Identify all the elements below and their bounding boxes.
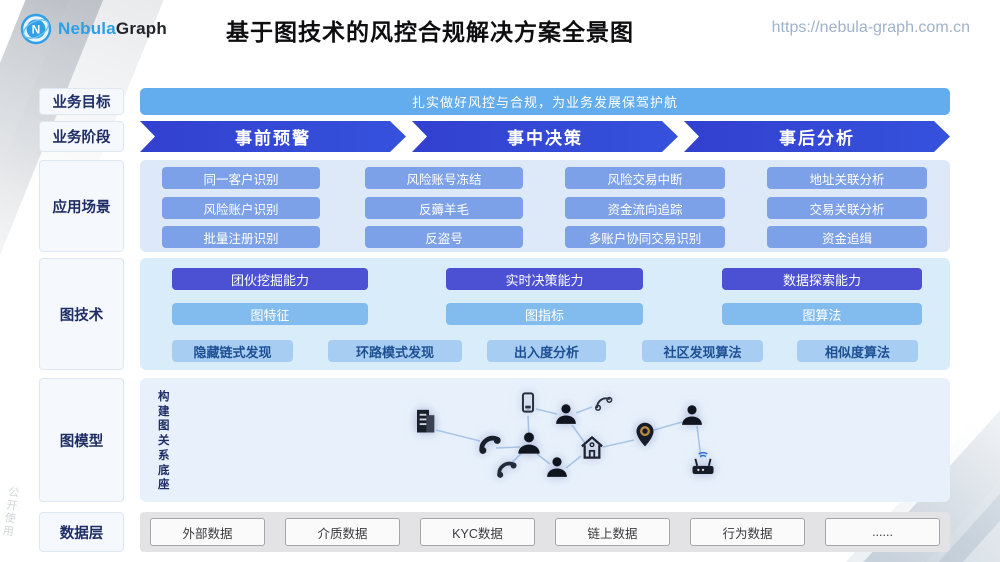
goal-banner: 扎实做好风控与合规，为业务发展保驾护航 [140, 88, 950, 115]
person-icon [545, 455, 570, 485]
scenario-chip: 多账户协同交易识别 [565, 226, 725, 248]
scenario-chip: 反盗号 [365, 226, 523, 248]
sidebar-item-data-layer: 数据层 [39, 512, 124, 552]
brand-wordmark: NebulaGraph [58, 19, 167, 39]
page-title: 基于图技术的风控合规解决方案全景图 [226, 19, 634, 45]
phone-handset-icon [474, 429, 502, 462]
sidebar-item-app-scenarios: 应用场景 [39, 160, 124, 252]
data-source-box: 行为数据 [690, 518, 805, 546]
location-pin-icon [632, 421, 659, 453]
algorithm-chip: 出入度分析 [487, 340, 606, 362]
house-icon [579, 434, 606, 466]
stage-arrow-pre-event: 事前预警 [140, 121, 406, 152]
feature-chip: 图指标 [446, 303, 643, 325]
brand-nebula: Nebula [58, 19, 116, 38]
nebulagraph-logo: N NebulaGraph [20, 13, 167, 45]
stage-arrow-post-event: 事后分析 [684, 121, 950, 152]
feature-chip: 图算法 [722, 303, 922, 325]
data-source-box: ...... [825, 518, 940, 546]
data-source-box: KYC数据 [420, 518, 535, 546]
router-icon [689, 450, 717, 483]
sidebar-item-graph-model: 图模型 [39, 378, 124, 502]
brand-graph: Graph [115, 19, 167, 38]
scenario-chip: 资金追缉 [767, 226, 927, 248]
scenario-chip: 风险交易中断 [565, 167, 725, 189]
graph-model-section: 构建图关系底座 [140, 378, 950, 502]
graph-model-vertical-label: 构建图关系底座 [158, 391, 171, 492]
watermark-text: 公开使用 [0, 485, 20, 539]
building-icon [409, 405, 441, 442]
sidebar-item-business-stage: 业务阶段 [39, 121, 124, 152]
person-icon [680, 403, 705, 433]
algorithm-chip: 相似度算法 [797, 340, 918, 362]
stage-arrow-in-event: 事中决策 [412, 121, 678, 152]
algorithm-chip: 隐藏链式发现 [172, 340, 293, 362]
data-source-box: 外部数据 [150, 518, 265, 546]
phone-handset-icon [492, 455, 518, 486]
scenario-chip: 反薅羊毛 [365, 197, 523, 219]
capability-chip: 实时决策能力 [446, 268, 643, 290]
phone-handset-outline-icon [591, 390, 614, 418]
scenario-chip: 地址关联分析 [767, 167, 927, 189]
website-url: https://nebula-graph.com.cn [771, 19, 970, 36]
relationship-edges [435, 406, 702, 469]
sidebar-item-business-goal: 业务目标 [39, 88, 124, 115]
person-icon [554, 402, 579, 432]
person-icon [516, 430, 543, 462]
capability-chip: 团伙挖掘能力 [172, 268, 368, 290]
mobile-phone-icon [517, 392, 539, 419]
feature-chip: 图特征 [172, 303, 368, 325]
data-layer-strip: 外部数据 介质数据 KYC数据 链上数据 行为数据 ...... [140, 512, 950, 552]
scenario-chip: 风险账号冻结 [365, 167, 523, 189]
capability-chip: 数据探索能力 [722, 268, 922, 290]
svg-text:N: N [32, 23, 41, 37]
graph-tech-section: 团伙挖掘能力 实时决策能力 数据探索能力 图特征 图指标 图算法 隐藏链式发现 … [140, 258, 950, 370]
algorithm-chip: 环路模式发现 [328, 340, 462, 362]
scenario-chip: 同一客户识别 [162, 167, 320, 189]
sidebar-item-graph-tech: 图技术 [39, 258, 124, 370]
scenario-chip: 风险账户识别 [162, 197, 320, 219]
data-source-box: 介质数据 [285, 518, 400, 546]
scenario-chip: 交易关联分析 [767, 197, 927, 219]
scenario-chip: 批量注册识别 [162, 226, 320, 248]
algorithm-chip: 社区发现算法 [642, 340, 763, 362]
data-source-box: 链上数据 [555, 518, 670, 546]
scenario-chip: 资金流向追踪 [565, 197, 725, 219]
nebulagraph-logo-icon: N [20, 13, 52, 45]
scenarios-section: 同一客户识别 风险账户识别 批量注册识别 风险账号冻结 反薅羊毛 反盗号 风险交… [140, 160, 950, 252]
